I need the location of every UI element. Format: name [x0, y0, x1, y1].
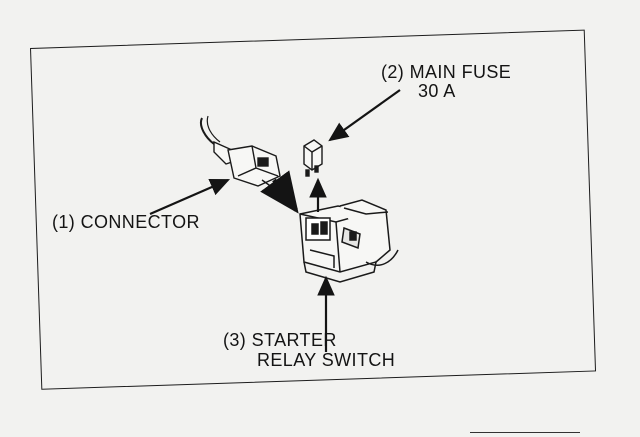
starter-label-line2: RELAY SWITCH [257, 350, 396, 370]
main-fuse-label-line1: (2) MAIN FUSE [381, 62, 512, 82]
starter-relay-icon [299, 199, 399, 283]
page-edge-line [470, 432, 580, 433]
connector-label: (1) CONNECTOR [52, 212, 200, 232]
fuse-icon [303, 139, 323, 177]
main-fuse-label-line2: 30 A [418, 81, 456, 101]
starter-label-line1: (3) STARTER [223, 330, 337, 350]
connector-icon [200, 115, 287, 191]
arrow-icon [149, 89, 401, 352]
